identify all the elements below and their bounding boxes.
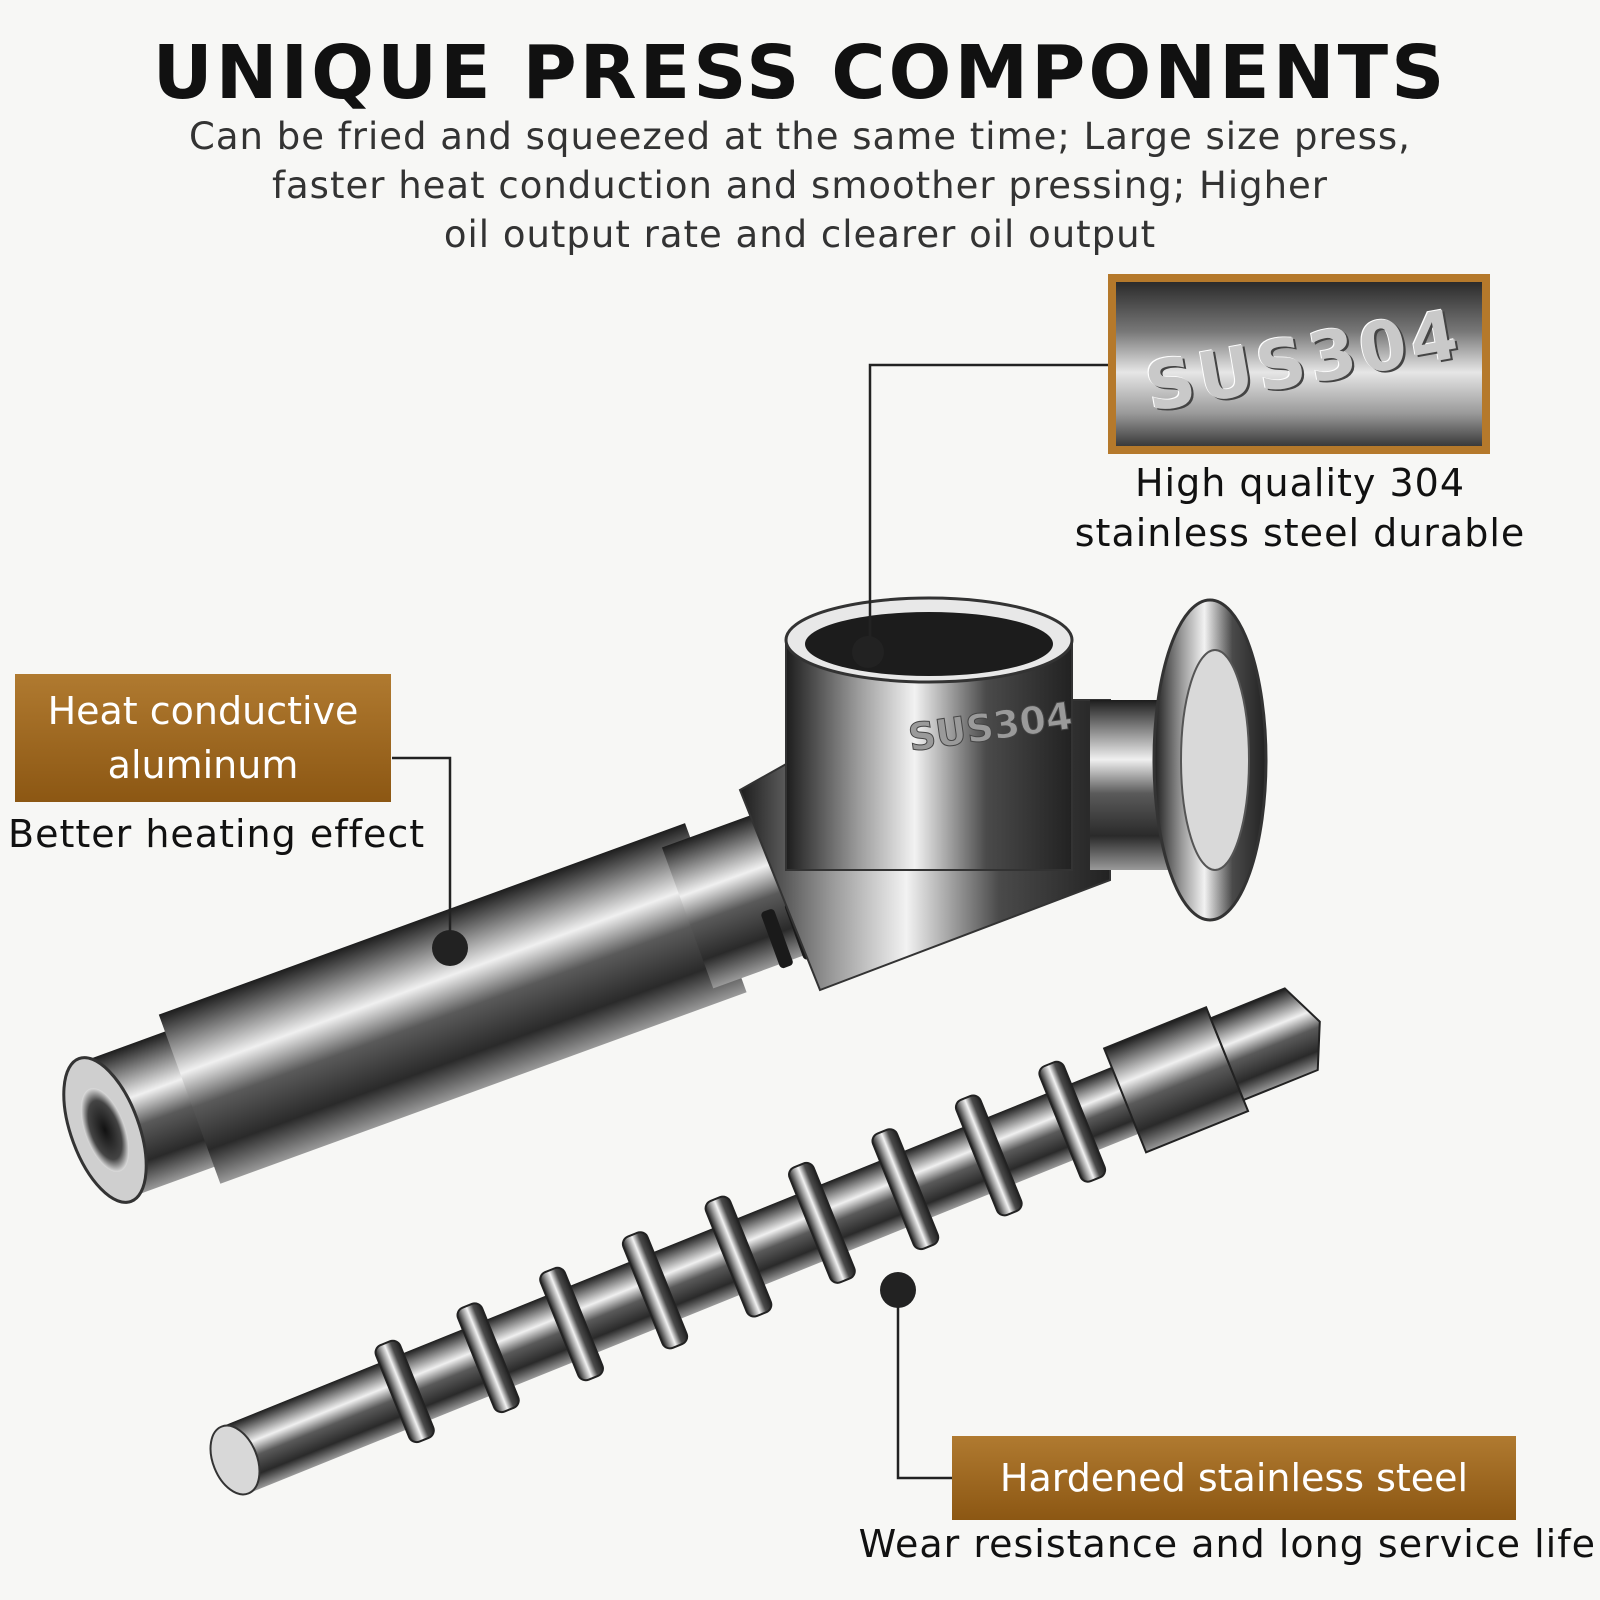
subtitle-line: oil output rate and clearer oil output (443, 213, 1157, 256)
steel-caption: High quality 304 stainless steel durable (1050, 458, 1550, 558)
hopper-opening (805, 612, 1053, 676)
screw-tip (209, 1424, 261, 1496)
leader-hardened (896, 1284, 952, 1480)
subtitle-line: faster heat conduction and smoother pres… (271, 164, 1329, 207)
zoom-engraving-text: SUS304 (1139, 294, 1468, 429)
marker-heat (432, 930, 468, 966)
marker-hardened (880, 1272, 916, 1308)
marker-steel (852, 636, 884, 668)
engraving-zoom: SUS304 (1108, 274, 1490, 454)
steel-caption-line: High quality 304 (1134, 461, 1466, 505)
steel-caption-line: stainless steel durable (1074, 511, 1526, 555)
subtitle-line: Can be fried and squeezed at the same ti… (189, 115, 1411, 158)
leader-lines (392, 363, 1108, 1480)
heat-badge-line: aluminum (107, 743, 299, 787)
hardened-badge: Hardened stainless steel (952, 1436, 1516, 1520)
leader-heat (392, 756, 452, 948)
page-title: UNIQUE PRESS COMPONENTS (152, 30, 1448, 116)
heat-badge: Heat conductive aluminum (15, 674, 391, 802)
hardened-caption: Wear resistance and long service life (858, 1522, 1596, 1566)
screw-hex-end (1209, 987, 1321, 1102)
rear-flange-inner (1180, 649, 1250, 871)
subtitle: Can be fried and squeezed at the same ti… (100, 112, 1500, 259)
leader-steel (868, 363, 1108, 640)
screw-shaft (209, 987, 1321, 1496)
barrel-bore (80, 1088, 130, 1172)
screw-threads (374, 1060, 1107, 1444)
barrel-body (158, 823, 747, 1184)
heat-caption: Better heating effect (8, 812, 426, 856)
heat-badge-line: Heat conductive (47, 689, 359, 733)
